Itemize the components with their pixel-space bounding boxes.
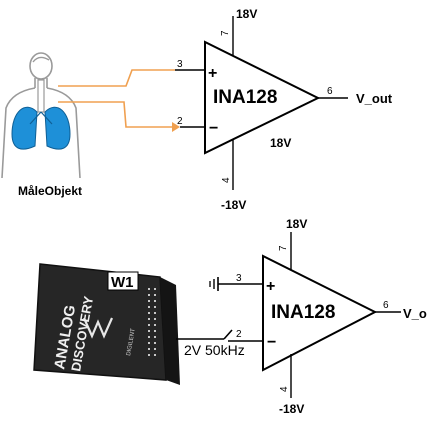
amp-top-supply-mid: 18V xyxy=(270,136,291,150)
human-body-figure xyxy=(1,52,81,179)
amplifier-top xyxy=(175,16,348,190)
switch-blade xyxy=(223,329,233,340)
amp-bottom-pin-3: 3 xyxy=(236,273,242,284)
amp-top-pin-7: 7 xyxy=(220,30,231,36)
amplifier-bottom-triangle xyxy=(262,254,378,372)
pin-header xyxy=(148,288,156,356)
electrode-wire-plus xyxy=(58,69,175,87)
analog-discovery-device xyxy=(33,263,180,385)
amp-bottom-supply-pos: 18V xyxy=(286,217,307,231)
amp-top-pin-2: 2 xyxy=(177,116,183,127)
amp-top-plus-sign: + xyxy=(208,65,217,82)
amplifier-top-triangle xyxy=(204,40,321,155)
amp-top-supply-neg: -18V xyxy=(221,198,246,212)
channel-label: W1 xyxy=(111,274,134,291)
electrode-wire-minus xyxy=(58,101,172,128)
amp-bottom-plus-sign: + xyxy=(266,278,275,295)
amp-top-pin-4: 4 xyxy=(221,177,232,183)
amp-top-pin-3: 3 xyxy=(177,59,183,70)
left-lung xyxy=(11,106,38,150)
amp-bottom-pin-6: 6 xyxy=(383,300,389,311)
lungs xyxy=(11,106,71,150)
device-maker: DIGILENT xyxy=(126,328,137,357)
amp-top-name: INA128 xyxy=(213,87,277,108)
amp-top-output-label: V_out xyxy=(356,91,393,106)
right-lung xyxy=(44,106,71,150)
amp-top-pin-6: 6 xyxy=(327,86,333,97)
ground-symbol xyxy=(209,277,219,291)
signal-label: 2V 50kHz xyxy=(184,342,245,358)
amp-bottom-output-label: V_o xyxy=(403,306,427,321)
amplifier-bottom xyxy=(218,232,401,398)
amp-bottom-pin-7: 7 xyxy=(278,245,289,251)
amp-bottom-pin-4: 4 xyxy=(279,386,290,392)
channel-label-box xyxy=(107,271,139,291)
amp-bottom-minus-sign: − xyxy=(267,334,276,351)
amp-bottom-supply-neg: -18V xyxy=(279,402,304,416)
amp-bottom-name: INA128 xyxy=(271,302,335,323)
amp-top-supply-pos: 18V xyxy=(236,7,257,21)
amp-bottom-pin-2: 2 xyxy=(236,329,242,340)
subject-label: MåleObjekt xyxy=(18,184,82,198)
digilent-logo-icon xyxy=(82,317,114,339)
amp-top-minus-sign: − xyxy=(209,120,218,137)
arrowhead-minus xyxy=(172,122,180,132)
